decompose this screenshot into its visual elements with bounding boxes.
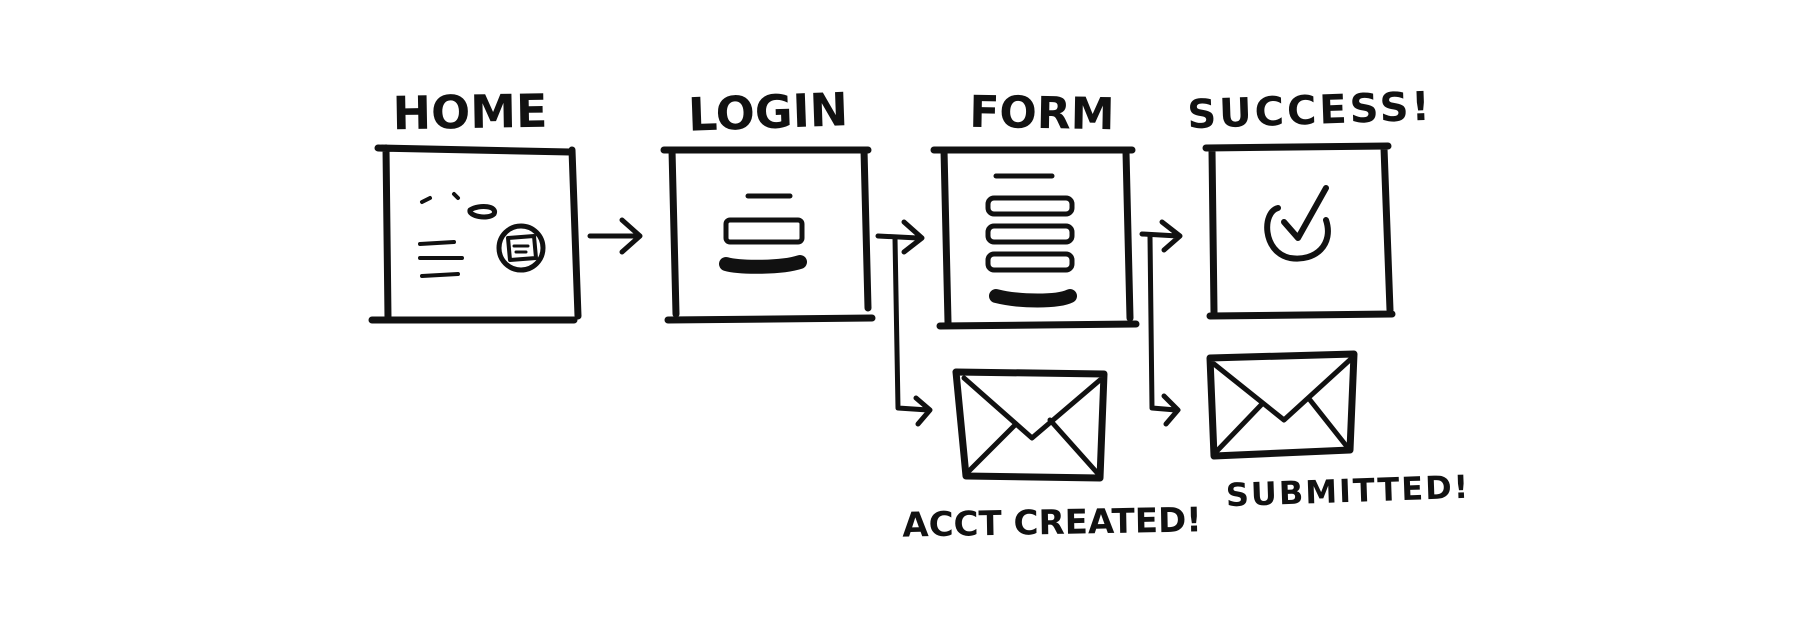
screen-title-home: HOME — [392, 84, 548, 141]
form-fields-sketch — [985, 173, 1077, 308]
login-button-sketch — [719, 255, 807, 274]
screen-title-form: FORM — [969, 87, 1115, 141]
check-icon — [1264, 185, 1331, 262]
email-label-submitted: SUBMITTED! — [1225, 468, 1471, 515]
arrow-home-to-login — [587, 217, 643, 255]
screen-form — [930, 146, 1140, 330]
screen-login — [660, 146, 876, 324]
envelope-icon — [952, 368, 1108, 482]
screen-success — [1202, 142, 1396, 320]
email-submitted: SUBMITTED! — [1206, 350, 1471, 515]
connector-form — [1139, 219, 1183, 427]
screen-title-login: LOGIN — [687, 82, 849, 142]
form-submit-sketch — [989, 289, 1077, 308]
email-label-acct-created: ACCT CREATED! — [902, 500, 1202, 545]
connector-login — [875, 219, 933, 427]
screen-title-success: SUCCESS! — [1187, 84, 1434, 139]
envelope-icon — [1206, 350, 1358, 460]
screen-home — [368, 144, 582, 324]
login-form-sketch — [719, 193, 807, 274]
home-content-sketch — [418, 192, 546, 278]
email-acct-created: ACCT CREATED! — [902, 368, 1202, 546]
